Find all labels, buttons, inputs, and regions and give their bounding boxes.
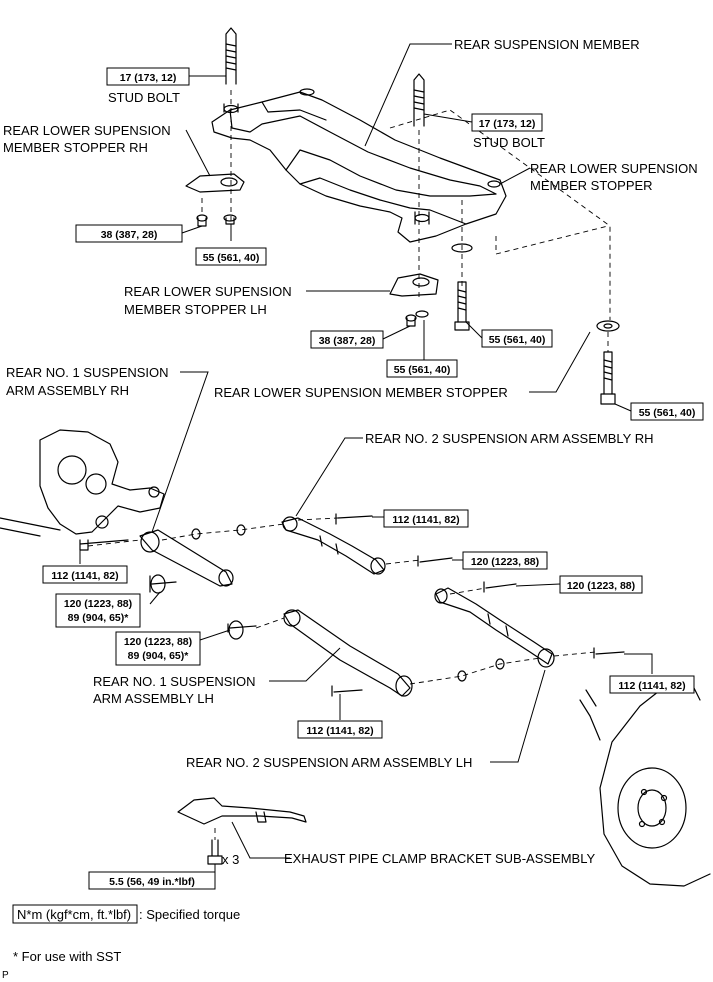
label-stopper-rh-line2: MEMBER STOPPER RH — [3, 140, 148, 155]
torque-arm2-lh-120: 120 (1223, 88) — [567, 580, 635, 592]
knuckle-left-drawing — [0, 429, 165, 537]
stud-bolt-right-drawing — [413, 73, 425, 127]
label-stopper-line1: REAR LOWER SUPENSION — [530, 161, 698, 176]
torque-nut-lh-38: 38 (387, 28) — [319, 335, 376, 347]
stopper-rh-drawing — [185, 173, 245, 227]
label-rear-suspension-member: REAR SUSPENSION MEMBER — [454, 37, 640, 52]
label-stopper-line2: MEMBER STOPPER — [530, 178, 653, 193]
torque-nut-rh-38: 38 (387, 28) — [101, 229, 158, 241]
label-stud-bolt-right: STUD BOLT — [473, 135, 545, 150]
label-stopper-lh-line2: MEMBER STOPPER LH — [124, 302, 267, 317]
legend-unit-box-text: N*m (kgf*cm, ft.*lbf) — [17, 907, 131, 922]
torque-arm1-rh-112: 112 (1141, 82) — [51, 570, 118, 582]
torque-bolt-right-55: 55 (561, 40) — [639, 407, 696, 419]
label-arm2-rh: REAR NO. 2 SUSPENSION ARM ASSEMBLY RH — [365, 431, 654, 446]
torque-arm1-lh-120-line2: 89 (904, 65)* — [128, 650, 190, 662]
legend-sst-note: * For use with SST — [13, 949, 121, 964]
label-arm1-rh-line2: ARM ASSEMBLY RH — [6, 383, 129, 398]
arm2-lh-drawing — [434, 587, 555, 668]
label-arm1-lh-line1: REAR NO. 1 SUSPENSION — [93, 674, 256, 689]
stopper-lh-drawing — [389, 273, 439, 327]
stud-bolt-left-drawing — [225, 27, 237, 85]
exhaust-bracket-drawing — [177, 797, 307, 865]
brake-disc-drawing — [579, 679, 711, 887]
torque-arm1-lh-120-line1: 120 (1223, 88) — [124, 636, 192, 648]
label-stud-bolt-left: STUD BOLT — [108, 90, 180, 105]
torque-bolt-lh-55: 55 (561, 40) — [394, 364, 451, 376]
label-stopper-lower: REAR LOWER SUPENSION MEMBER STOPPER — [214, 385, 508, 400]
legend-unit-desc: : Specified torque — [139, 907, 240, 922]
arm1-rh-drawing — [139, 529, 234, 587]
label-arm1-lh-line2: ARM ASSEMBLY LH — [93, 691, 214, 706]
arm2-rh-drawing — [281, 516, 386, 575]
rear-suspension-member-drawing — [211, 88, 507, 243]
torque-stud-left: 17 (173, 12) — [120, 72, 177, 84]
torque-bolt-center-55: 55 (561, 40) — [489, 334, 546, 346]
label-arm2-lh: REAR NO. 2 SUSPENSION ARM ASSEMBLY LH — [186, 755, 472, 770]
torque-arm1-rh-120-line1: 120 (1223, 88) — [64, 598, 132, 610]
label-stopper-lh-line1: REAR LOWER SUPENSION — [124, 284, 292, 299]
label-arm1-rh-line1: REAR NO. 1 SUSPENSION — [6, 365, 169, 380]
label-exhaust-bracket: EXHAUST PIPE CLAMP BRACKET SUB-ASSEMBLY — [284, 851, 595, 866]
torque-arm2-lh-112: 112 (1141, 82) — [618, 680, 685, 692]
torque-arm1-lh-112: 112 (1141, 82) — [306, 725, 373, 737]
label-stopper-rh-line1: REAR LOWER SUPENSION — [3, 123, 171, 138]
torque-bracket-55: 5.5 (56, 49 in.*lbf) — [109, 876, 195, 888]
torque-arm2-rh-112: 112 (1141, 82) — [392, 514, 459, 526]
corner-mark: P — [2, 970, 9, 981]
torque-arm1-rh-120-line2: 89 (904, 65)* — [68, 612, 130, 624]
arm-bolts-drawing — [79, 513, 625, 697]
stopper-center-drawing — [451, 243, 473, 331]
torque-stud-right: 17 (173, 12) — [479, 118, 536, 130]
label-times-3: x 3 — [222, 852, 239, 867]
arm1-lh-drawing — [283, 609, 413, 697]
torque-bolt-rh-55: 55 (561, 40) — [203, 252, 260, 264]
torque-arm2-rh-120: 120 (1223, 88) — [471, 556, 539, 568]
